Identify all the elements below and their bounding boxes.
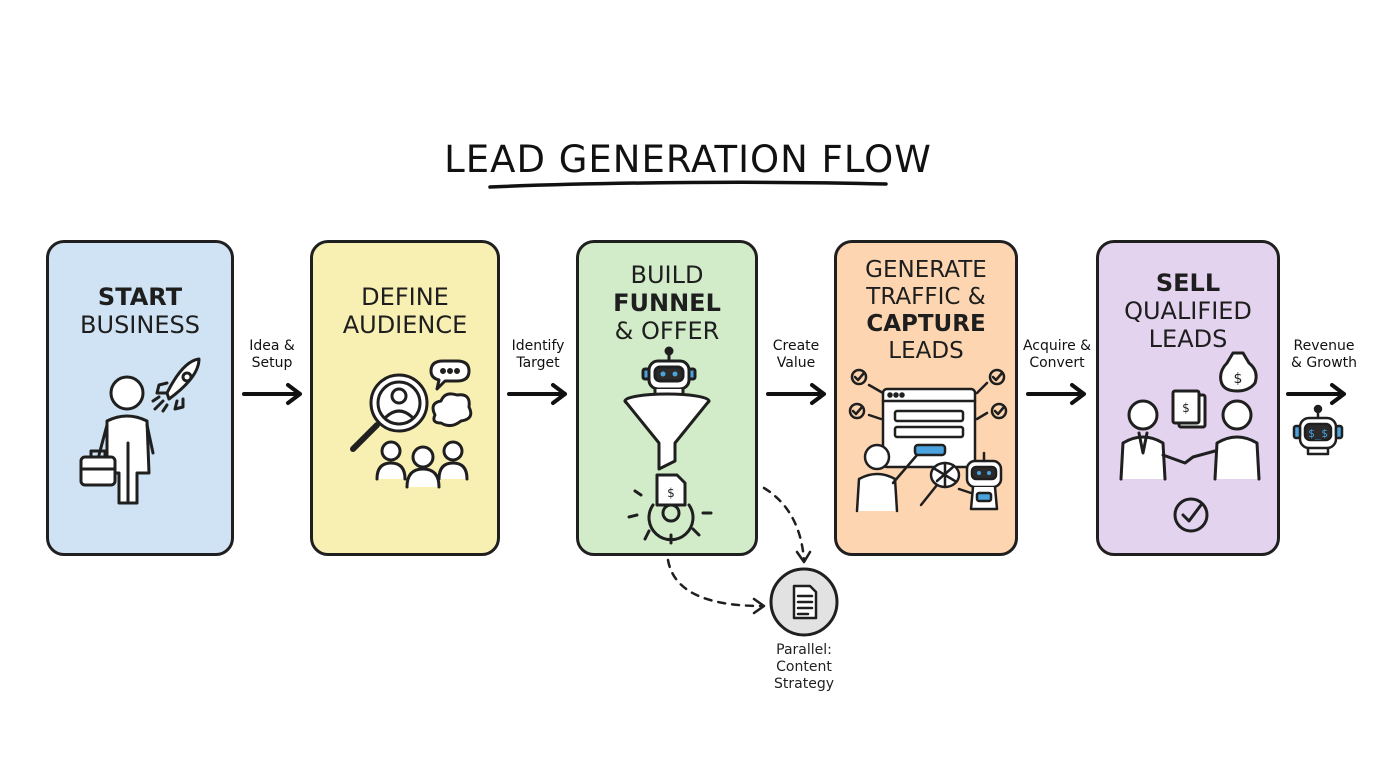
diagram-title: LEAD GENERATION FLOW xyxy=(444,138,932,181)
step-title-sell: SELL QUALIFIED LEADS xyxy=(1124,269,1252,353)
step-title-generate: GENERATE TRAFFIC & CAPTURE LEADS xyxy=(865,257,987,364)
step-card-generate: GENERATE TRAFFIC & CAPTURE LEADS xyxy=(834,240,1018,556)
arrow-right-icon xyxy=(766,383,826,405)
svg-text:$: $ xyxy=(1182,401,1190,415)
person-briefcase-rocket-icon xyxy=(79,357,201,505)
robot-funnel-gear-icon: $ xyxy=(623,346,713,545)
step-title-build: BUILD FUNNEL & OFFER xyxy=(613,261,721,345)
title-underline xyxy=(488,180,888,189)
arrow-right-icon xyxy=(507,383,567,405)
step-title-start: START BUSINESS xyxy=(80,283,200,339)
arrow-right-icon xyxy=(1286,383,1346,405)
step-card-define: DEFINE AUDIENCE xyxy=(310,240,500,556)
svg-text:$_$: $_$ xyxy=(1308,427,1328,440)
connector-label-2: Identify Target xyxy=(511,338,565,371)
magnifier-audience-icon xyxy=(350,359,473,489)
money-robot-icon: $_$ xyxy=(1292,404,1344,456)
arrow-right-icon xyxy=(242,383,302,405)
svg-text:$: $ xyxy=(1234,371,1243,387)
connector-label-1: Idea & Setup xyxy=(249,338,295,371)
step-card-sell: SELL QUALIFIED LEADS $ $ xyxy=(1096,240,1280,556)
connector-label-4: Acquire & Convert xyxy=(1022,338,1092,371)
step-card-start: START BUSINESS xyxy=(46,240,234,556)
arrow-right-icon xyxy=(1026,383,1086,405)
parallel-label: Parallel: Content Strategy xyxy=(774,642,834,692)
step-title-define: DEFINE AUDIENCE xyxy=(342,283,468,339)
step-card-build: BUILD FUNNEL & OFFER $ xyxy=(576,240,758,556)
document-icon xyxy=(769,567,839,637)
connector-label-5: Revenue & Growth xyxy=(1290,338,1358,371)
svg-text:$: $ xyxy=(667,486,675,500)
browser-form-robot-net-icon xyxy=(848,368,1008,513)
handshake-money-check-icon: $ $ xyxy=(1119,351,1261,533)
connector-label-3: Create Value xyxy=(772,338,820,371)
